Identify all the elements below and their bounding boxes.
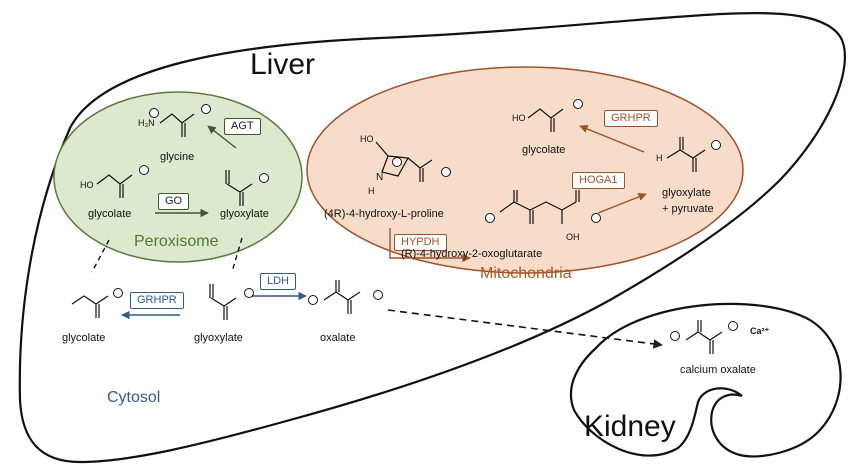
enzyme-hoga1: HOGA1 bbox=[572, 172, 625, 189]
cytosol-label: Cytosol bbox=[107, 389, 161, 406]
glycolate-perox-structure bbox=[96, 174, 133, 198]
hog-structure bbox=[499, 190, 580, 224]
atom-ho-mito: HO bbox=[512, 113, 526, 123]
liver-outline bbox=[18, 11, 846, 464]
enzyme-agt: AGT bbox=[224, 118, 261, 135]
compound-hog: (R)-4-hydroxy-2-oxoglutarate bbox=[401, 248, 543, 260]
kidney-label: Kidney bbox=[584, 410, 676, 443]
atom-ho-hyp: HO bbox=[360, 134, 374, 144]
compound-oxalate: oxalate bbox=[320, 332, 356, 344]
liver-label: Liver bbox=[250, 48, 316, 81]
atom-h3n: H₃N bbox=[138, 118, 155, 128]
dashed-link-glycolate bbox=[91, 239, 110, 273]
enzyme-grhpr-mito: GRHPR bbox=[604, 110, 658, 127]
compound-glyoxylate-cyto: glyoxylate bbox=[194, 332, 243, 344]
glycolate-cyto-structure bbox=[71, 295, 109, 318]
compound-glyoxylate-mito: glyoxylate bbox=[662, 187, 711, 199]
charge-markers bbox=[113, 99, 738, 341]
arrow-grhpr-mito bbox=[579, 124, 645, 153]
mitochondria-label: Mitochondria bbox=[480, 265, 572, 282]
calcium-oxalate-structure bbox=[685, 320, 723, 354]
dashed-arrow-oxalate-to-kidney bbox=[387, 309, 663, 349]
atom-h-mito: H bbox=[656, 153, 663, 163]
compound-glycolate-cyto: glycolate bbox=[62, 332, 106, 344]
atom-ho-perox: HO bbox=[80, 180, 94, 190]
compound-pyruvate: + pyruvate bbox=[662, 203, 714, 215]
oxalate-structure bbox=[323, 280, 361, 314]
arrow-hoga1 bbox=[597, 192, 647, 214]
compound-calcium-oxalate: calcium oxalate bbox=[680, 364, 756, 376]
glycolate-mito-structure bbox=[527, 108, 564, 132]
glycine-structure bbox=[159, 113, 195, 137]
compound-glycolate-perox: glycolate bbox=[88, 208, 132, 220]
atom-n-hyp: N bbox=[376, 172, 384, 183]
glyoxylate-mito-structure bbox=[666, 137, 706, 172]
glyoxylate-perox-structure bbox=[225, 170, 253, 206]
enzyme-ldh: LDH bbox=[260, 273, 297, 290]
enzyme-hypdh: HYPDH bbox=[394, 234, 447, 251]
arrow-hypdh bbox=[389, 228, 471, 263]
atom-h-hyp: H bbox=[368, 186, 375, 196]
glyoxylate-cyto-structure bbox=[209, 284, 237, 320]
dashed-link-glyoxylate bbox=[231, 237, 243, 273]
atom-ca: Ca²⁺ bbox=[750, 326, 770, 336]
peroxisome-label: Peroxisome bbox=[134, 233, 219, 250]
hydroxyproline-structure bbox=[375, 141, 433, 182]
kidney-outline bbox=[569, 302, 842, 458]
arrow-agt bbox=[207, 125, 237, 149]
compound-hydroxyproline: (4R)-4-hydroxy-L-proline bbox=[324, 208, 444, 220]
atom-oh-hog: OH bbox=[566, 232, 580, 242]
compound-glycolate-mito: glycolate bbox=[522, 144, 566, 156]
compound-glycine: glycine bbox=[160, 151, 195, 163]
mitochondria-compartment bbox=[306, 66, 744, 274]
compound-glyoxylate-perox: glyoxylate bbox=[220, 208, 269, 220]
enzyme-grhpr-cyto: GRHPR bbox=[130, 292, 184, 309]
molecule-structures bbox=[71, 108, 723, 354]
enzyme-go: GO bbox=[158, 193, 190, 210]
